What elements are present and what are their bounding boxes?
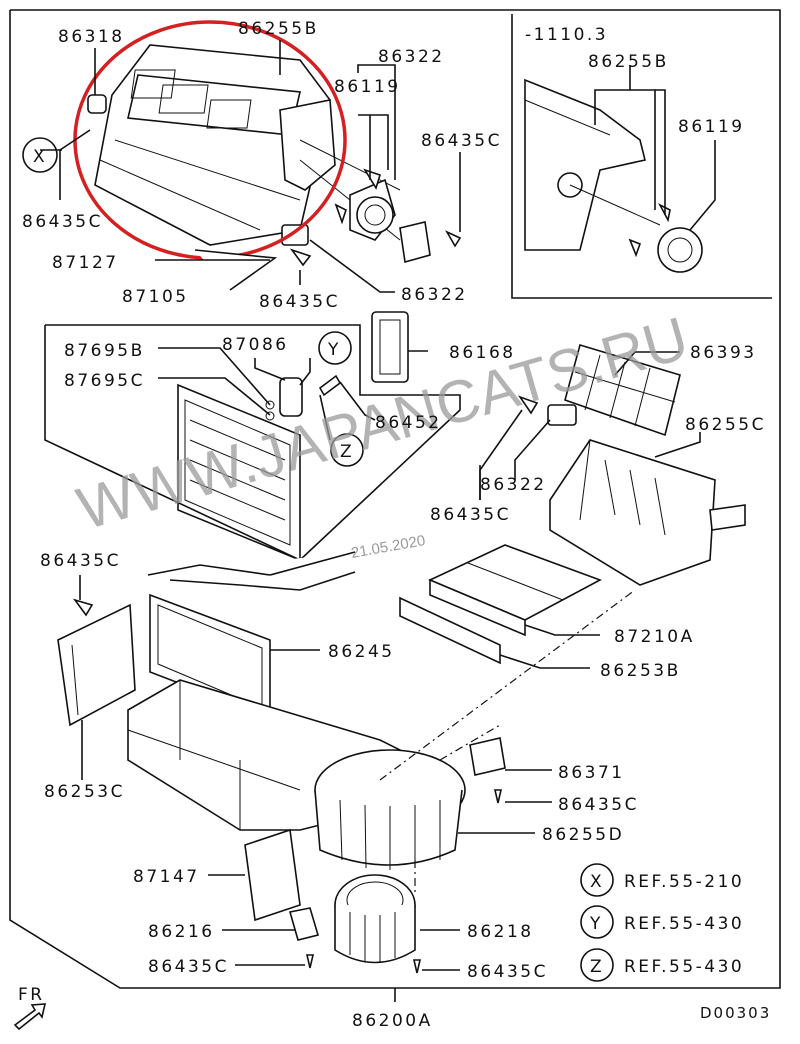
callout-y-circle	[318, 331, 352, 365]
front-direction-arrow-icon	[13, 1003, 47, 1031]
label-86393: 86393	[690, 343, 757, 363]
ref-z-circle	[580, 948, 614, 982]
callout-x: X	[33, 147, 47, 167]
label-86322-mid: 86322	[401, 285, 468, 305]
drawing-code: D00303	[700, 1004, 771, 1022]
screw-br-drawing	[412, 959, 422, 974]
label-86435C-left2: 86435C	[40, 551, 121, 571]
callout-x-circle	[22, 137, 58, 173]
label-86119-top: 86119	[334, 77, 401, 97]
label-87695B: 87695B	[64, 341, 145, 361]
ref-y-marker: Y	[589, 914, 603, 934]
label-86255D: 86255D	[542, 825, 624, 845]
filter-drawing	[399, 544, 602, 665]
inset-revision-label: -1110.3	[525, 25, 608, 45]
watermark-date: 21.05.2020	[350, 532, 427, 562]
ref-x-circle	[580, 863, 614, 897]
control-unit-87147-drawing	[244, 828, 301, 922]
main-frame	[9, 9, 781, 989]
bracket-86216-drawing	[288, 907, 320, 941]
label-86318: 86318	[58, 27, 125, 47]
label-86435C-left: 86435C	[22, 212, 103, 232]
label-86200A: 86200A	[352, 1011, 433, 1031]
label-86322-right: 86322	[480, 475, 547, 495]
label-86435C-r2: 86435C	[558, 795, 639, 815]
label-86322-top: 86322	[378, 47, 445, 67]
label-87105: 87105	[122, 287, 189, 307]
callout-y: Y	[327, 340, 341, 360]
intake-housing-drawing	[547, 343, 746, 586]
label-86255B-top: 86255B	[238, 19, 319, 39]
label-86435C-mid: 86435C	[259, 292, 340, 312]
label-inset-86119: 86119	[678, 117, 745, 137]
label-86216: 86216	[148, 922, 215, 942]
rod-87127-drawing	[194, 249, 278, 291]
label-87695C: 87695C	[64, 371, 145, 391]
label-86435C-bl: 86435C	[148, 957, 229, 977]
screw-bl-drawing	[305, 954, 315, 969]
label-86253B: 86253B	[600, 661, 681, 681]
callout-z: Z	[340, 442, 354, 462]
side-cover-86253C-drawing	[57, 603, 136, 727]
label-86253C: 86253C	[44, 782, 125, 802]
seal-86168-drawing	[371, 311, 409, 383]
label-87147: 87147	[133, 867, 200, 887]
heater-core-drawing	[147, 551, 356, 720]
blower-case-drawing	[314, 749, 466, 870]
label-86452: 86452	[375, 413, 442, 433]
label-87127: 87127	[52, 253, 119, 273]
inset-housing-drawing	[524, 78, 703, 273]
ref-x-text: REF.55-210	[624, 872, 744, 892]
label-86245: 86245	[328, 642, 395, 662]
ref-y-text: REF.55-430	[624, 914, 744, 934]
label-87210A: 87210A	[614, 627, 695, 647]
ref-y-circle	[580, 905, 614, 939]
label-86371: 86371	[558, 763, 625, 783]
label-86255C: 86255C	[685, 415, 766, 435]
part-labels: 86318 86255B 86322 86119 86435C 86435C 8…	[18, 19, 771, 1031]
label-inset-86255B: 86255B	[588, 52, 669, 72]
resistor-86371-drawing	[469, 737, 506, 776]
label-86435C-center: 86435C	[430, 505, 511, 525]
front-marker: FR	[18, 985, 45, 1005]
ref-z-text: REF.55-430	[624, 957, 744, 977]
screw-r2-drawing	[493, 789, 503, 804]
label-86168: 86168	[449, 343, 516, 363]
ref-x-marker: X	[590, 872, 604, 892]
inset-frame	[511, 14, 772, 299]
label-86435C-br: 86435C	[467, 962, 548, 982]
label-87086: 87086	[222, 335, 289, 355]
label-86218: 86218	[467, 922, 534, 942]
ref-z-marker: Z	[590, 957, 604, 977]
actuator-top-drawing	[349, 178, 431, 264]
label-86435C-top-right: 86435C	[421, 131, 502, 151]
blower-motor-drawing	[334, 874, 416, 964]
callout-z-circle	[330, 433, 364, 467]
screw-drawings	[72, 168, 539, 617]
leader-lines	[40, 40, 716, 1002]
